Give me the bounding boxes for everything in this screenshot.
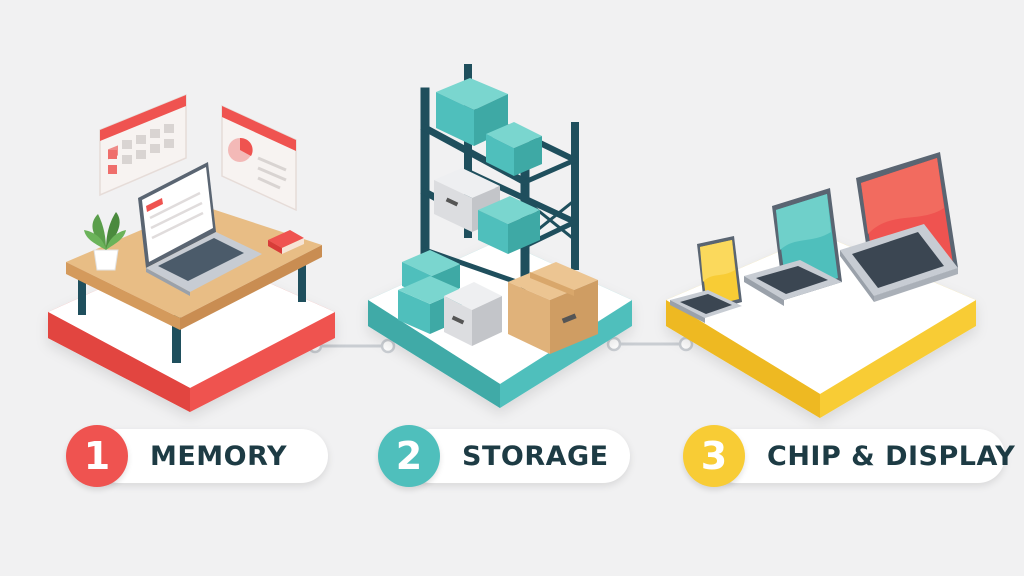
laptop-small-yellow-icon — [670, 236, 742, 323]
step-memory: 1 MEMORY — [66, 425, 328, 487]
step-chip-display: 3 CHIP & DISPLAY — [683, 425, 1015, 487]
laptop-sizes-icon — [670, 152, 958, 323]
laptop-large-red-icon — [840, 152, 958, 302]
step-number-badge: 3 — [683, 425, 745, 487]
step-label-pill — [709, 429, 1005, 483]
plant-icon — [84, 212, 126, 271]
step-label-pill — [92, 429, 328, 483]
connector-2-3 — [606, 336, 694, 352]
box-teal-stack-icon — [398, 250, 462, 334]
box-teal-icon — [486, 122, 542, 176]
laptop-medium-teal-icon — [744, 188, 842, 306]
desk-laptop-workspace-icon — [66, 93, 322, 363]
step-label-pill — [404, 429, 630, 483]
floating-window-piechart-icon — [221, 104, 297, 212]
step-storage: 2 STORAGE — [378, 425, 630, 487]
step-label: CHIP & DISPLAY — [767, 440, 1016, 472]
book-icon — [268, 230, 304, 254]
box-grey-icon — [444, 282, 502, 346]
floating-window-grid-icon — [99, 93, 187, 197]
storage-shelf-boxes-icon — [398, 64, 598, 354]
desk-laptop-icon — [138, 162, 262, 296]
step-label: MEMORY — [150, 440, 287, 472]
box-cardboard-icon — [508, 262, 598, 354]
box-teal-icon — [478, 196, 540, 254]
step-number-badge: 1 — [66, 425, 128, 487]
step-label: STORAGE — [462, 440, 609, 472]
step-number-badge: 2 — [378, 425, 440, 487]
